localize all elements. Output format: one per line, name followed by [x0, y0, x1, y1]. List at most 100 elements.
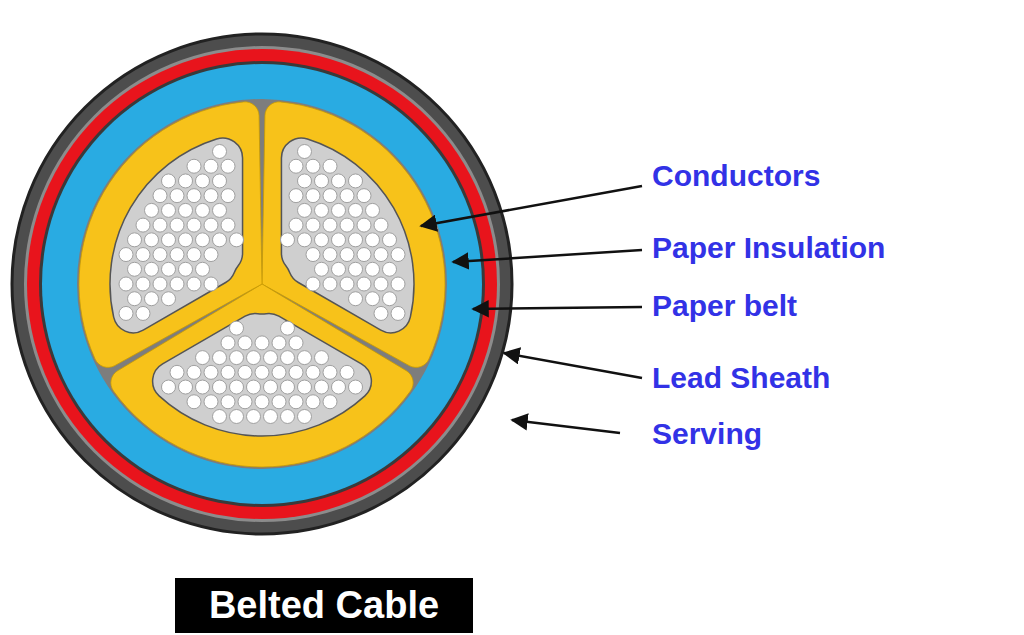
- strand: [221, 365, 235, 379]
- strand: [238, 365, 252, 379]
- strand: [298, 380, 312, 394]
- strand: [128, 233, 142, 247]
- callout-label: Paper belt: [652, 289, 797, 324]
- strand: [306, 189, 320, 203]
- strand: [340, 277, 354, 291]
- strand: [179, 174, 193, 188]
- strand: [357, 189, 371, 203]
- strand: [264, 351, 278, 365]
- strand: [247, 409, 261, 423]
- strand: [196, 174, 210, 188]
- strand: [323, 395, 337, 409]
- strand: [289, 189, 303, 203]
- strand: [128, 262, 142, 276]
- strand: [213, 145, 227, 159]
- leader-line: [453, 250, 642, 262]
- strand: [196, 380, 210, 394]
- strand: [255, 336, 269, 350]
- conductor: [110, 138, 243, 333]
- strand: [179, 233, 193, 247]
- strand: [306, 159, 320, 173]
- strand: [349, 174, 363, 188]
- strand: [323, 159, 337, 173]
- strand: [204, 159, 218, 173]
- strand: [196, 262, 210, 276]
- strand: [162, 203, 176, 217]
- strand: [306, 218, 320, 232]
- strand: [162, 380, 176, 394]
- strand: [187, 159, 201, 173]
- strand: [383, 262, 397, 276]
- strand: [323, 248, 337, 262]
- strand: [272, 395, 286, 409]
- paper-insulation: [79, 102, 262, 368]
- strand: [366, 233, 380, 247]
- strand: [255, 365, 269, 379]
- strand: [221, 159, 235, 173]
- strand: [366, 292, 380, 306]
- strand: [298, 233, 312, 247]
- strand: [391, 277, 405, 291]
- strand: [315, 351, 329, 365]
- conductor: [281, 138, 414, 333]
- strand: [196, 203, 210, 217]
- strand: [230, 233, 244, 247]
- strand: [187, 248, 201, 262]
- strand: [119, 306, 133, 320]
- strand: [230, 321, 244, 335]
- strand: [340, 248, 354, 262]
- strand: [213, 409, 227, 423]
- leader-lines: [421, 186, 642, 433]
- strand: [145, 233, 159, 247]
- strand: [349, 233, 363, 247]
- sheath-boundary: [39, 61, 485, 507]
- strand: [332, 174, 346, 188]
- paper-belt-ring: [42, 64, 482, 504]
- title-box: Belted Cable: [175, 578, 473, 633]
- strand: [383, 292, 397, 306]
- strand: [196, 233, 210, 247]
- strand: [179, 203, 193, 217]
- strand: [306, 365, 320, 379]
- strand: [221, 189, 235, 203]
- strand: [289, 395, 303, 409]
- strand: [281, 233, 295, 247]
- strand: [374, 218, 388, 232]
- strand: [213, 351, 227, 365]
- strand: [153, 189, 167, 203]
- strand: [221, 395, 235, 409]
- leader-line: [504, 353, 642, 378]
- strand: [315, 203, 329, 217]
- callout-label: Paper Insulation: [652, 231, 885, 266]
- callout-label: Conductors: [652, 159, 820, 194]
- strand: [374, 248, 388, 262]
- leader-line: [512, 420, 620, 433]
- strand: [119, 277, 133, 291]
- strand: [374, 306, 388, 320]
- strand: [213, 233, 227, 247]
- strand: [170, 189, 184, 203]
- strand: [281, 409, 295, 423]
- strand: [289, 336, 303, 350]
- serving-ring: [12, 34, 512, 534]
- callout-label: Lead Sheath: [652, 361, 830, 396]
- strand: [136, 248, 150, 262]
- strand: [153, 277, 167, 291]
- strand: [289, 365, 303, 379]
- strand: [340, 218, 354, 232]
- strand: [238, 395, 252, 409]
- strand: [179, 380, 193, 394]
- strand: [204, 395, 218, 409]
- strand: [357, 218, 371, 232]
- strand: [213, 174, 227, 188]
- strand: [349, 292, 363, 306]
- conductor: [153, 314, 372, 436]
- serving-inner-line: [24, 46, 500, 522]
- strand: [230, 380, 244, 394]
- strand: [315, 174, 329, 188]
- strand: [332, 203, 346, 217]
- strand: [366, 262, 380, 276]
- cores: [79, 102, 445, 467]
- strand: [213, 380, 227, 394]
- strand: [187, 277, 201, 291]
